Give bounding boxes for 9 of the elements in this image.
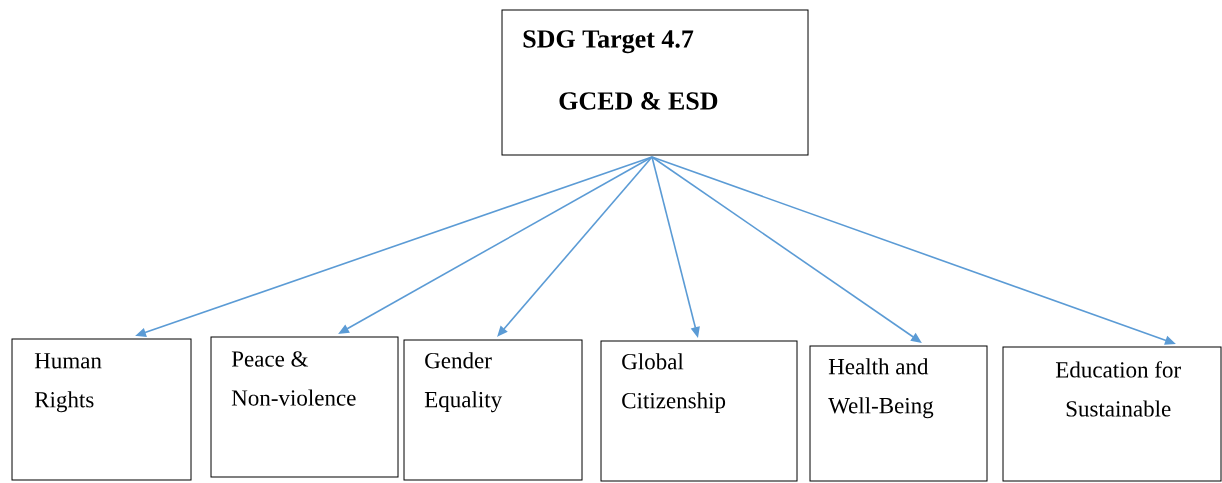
topic-box: Global Citizenship xyxy=(600,340,798,482)
arrow xyxy=(497,156,653,337)
topic-box: Education for Sustainable xyxy=(1002,346,1222,482)
topic-box: Health and Well-Being xyxy=(809,345,988,482)
arrow xyxy=(651,156,922,343)
topic-box: Gender Equality xyxy=(403,339,583,481)
topic-box: Human Rights xyxy=(11,338,192,481)
title-box: SDG Target 4.7 GCED & ESD xyxy=(501,9,809,156)
topic-box: Peace & Non-violence xyxy=(210,336,399,478)
